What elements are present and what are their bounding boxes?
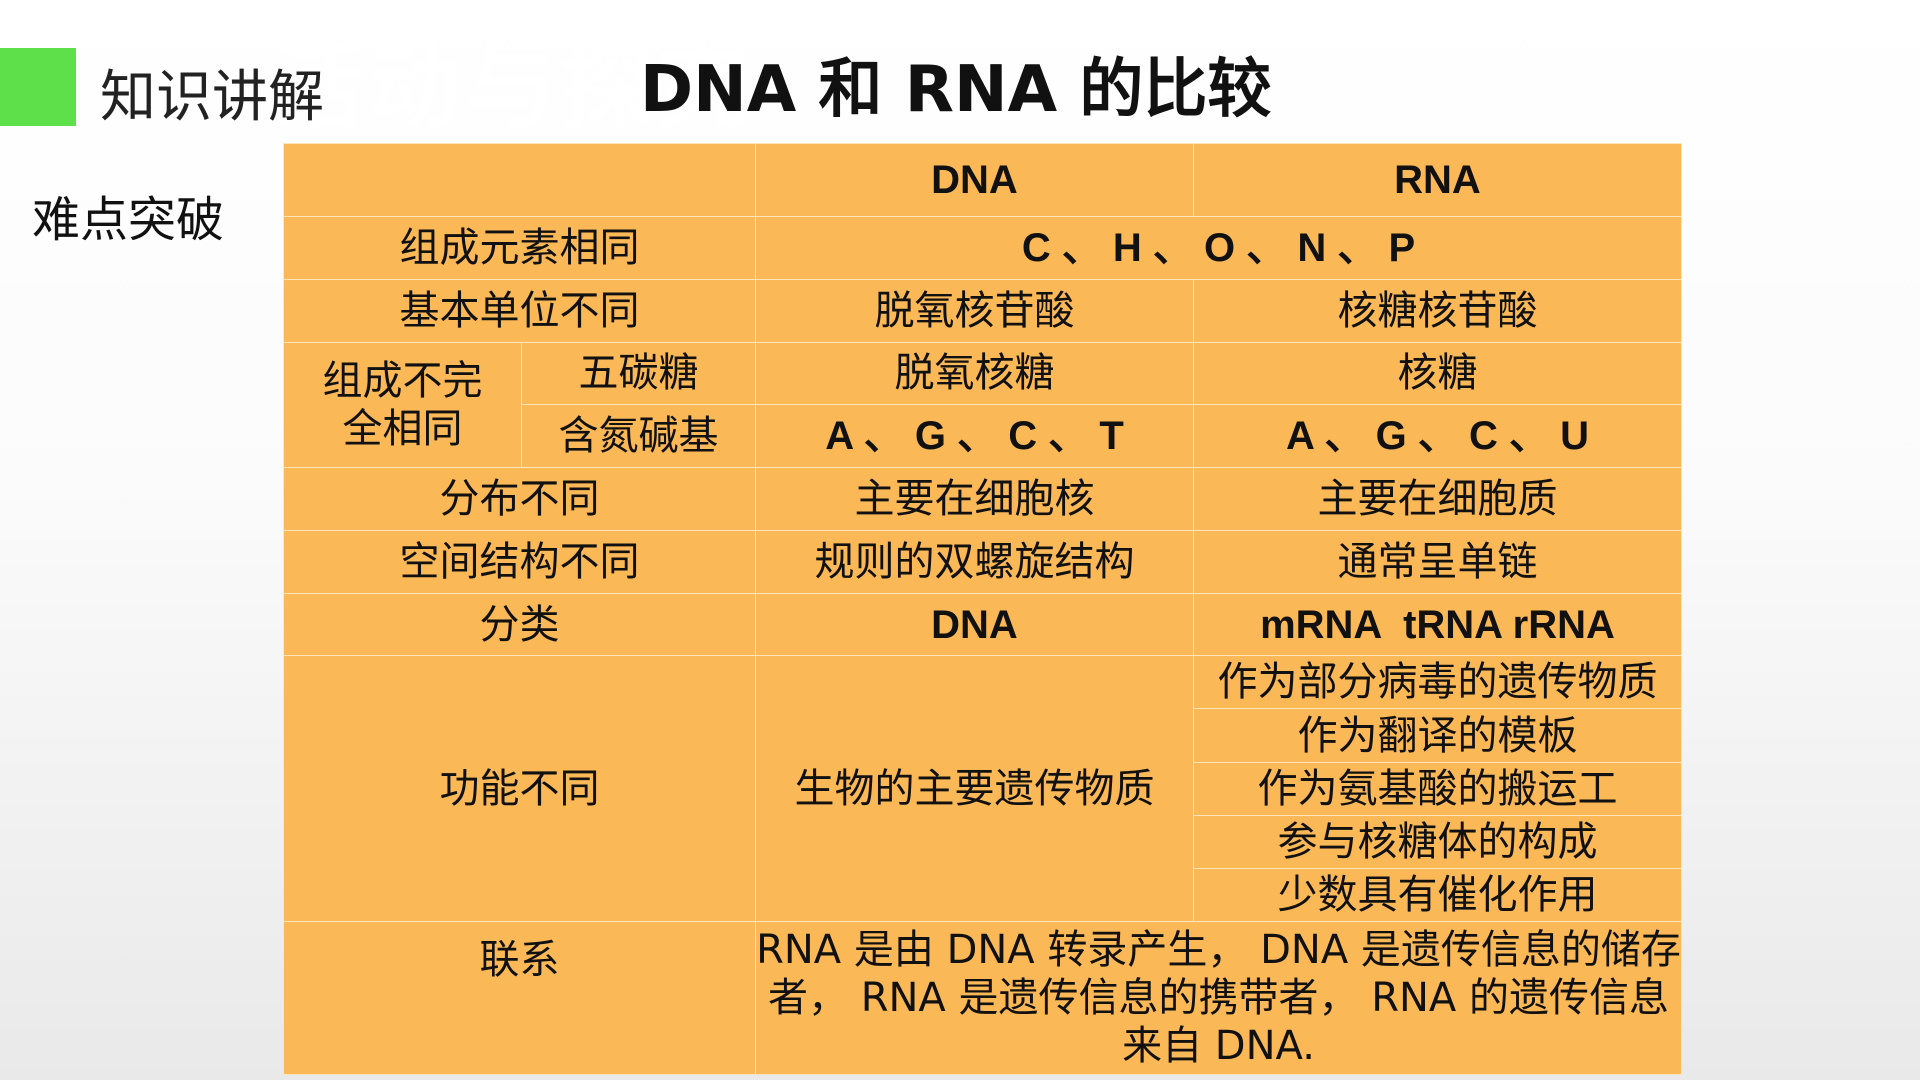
background-watermark: 活动与探究 <box>272 35 753 142</box>
function-rna-item: 作为翻译的模板 <box>1193 708 1682 763</box>
table-row-unit: 基本单位不同 脱氧核苷酸 核糖核苷酸 <box>283 278 1682 343</box>
table-row-structure: 空间结构不同 规则的双螺旋结构 通常呈单链 <box>283 529 1682 594</box>
composition-label-text: 组成不完全相同 <box>322 358 483 453</box>
header-dna: DNA <box>755 142 1194 218</box>
table-row-relation: 联系 RNA 是由 DNA 转录产生， DNA 是遗传信息的储存者， RNA 是… <box>283 921 1682 1075</box>
row-label-composition: 组成不完全相同 <box>283 341 522 469</box>
cell-unit-rna: 核糖核苷酸 <box>1193 278 1682 343</box>
table-header-row: DNA RNA <box>283 142 1682 218</box>
section-label: 知识讲解 <box>100 65 324 130</box>
row-label-structure: 空间结构不同 <box>283 529 756 594</box>
cell-structure-dna: 规则的双螺旋结构 <box>755 529 1194 594</box>
sub-section-label: 难点突破 <box>32 192 225 248</box>
cell-distribution-rna: 主要在细胞质 <box>1193 467 1682 531</box>
row-label-distribution: 分布不同 <box>283 467 756 531</box>
row-label-function: 功能不同 <box>283 655 756 923</box>
table-row-function: 少数具有催化作用 <box>284 868 1682 923</box>
page-title: DNA 和 RNA 的比较 <box>640 53 1272 127</box>
row-label-relation: 联系 <box>283 921 756 1075</box>
row-label-unit: 基本单位不同 <box>283 278 756 343</box>
function-rna-item: 作为部分病毒的遗传物质 <box>1193 655 1682 710</box>
table-row-function: 作为氨基酸的搬运工 <box>284 761 1682 816</box>
table-row-sugar: 组成不完全相同 五碳糖 脱氧核糖 核糖 <box>283 341 1682 469</box>
function-dna-text: 生物的主要遗传物质 <box>794 765 1155 812</box>
accent-bar <box>0 48 76 126</box>
header-blank-cell <box>283 142 756 218</box>
cell-base-rna: A 、 G 、 C 、 U <box>1193 404 1682 469</box>
table-row-elements: 组成元素相同 C 、 H 、 O 、 N 、 P <box>283 216 1682 280</box>
cell-sugar-dna: 脱氧核糖 <box>755 341 1194 406</box>
table-row-function: 参与核糖体的构成 <box>284 814 1682 870</box>
row-label-sugar: 五碳糖 <box>521 341 756 406</box>
row-label-elements: 组成元素相同 <box>283 216 756 280</box>
cell-distribution-dna: 主要在细胞核 <box>755 467 1194 531</box>
cell-elements-value: C 、 H 、 O 、 N 、 P <box>755 216 1682 280</box>
cell-classification-dna: DNA <box>755 592 1194 657</box>
table-row-function: 功能不同 生物的主要遗传物质 作为部分病毒的遗传物质 <box>283 655 1682 923</box>
cell-relation-text: RNA 是由 DNA 转录产生， DNA 是遗传信息的储存者， RNA 是遗传信… <box>755 921 1682 1075</box>
row-label-base: 含氮碱基 <box>521 404 756 469</box>
background-watermark-sub: 度安全》 <box>1110 72 1270 118</box>
cell-classification-rna: mRNA tRNA rRNA <box>1193 592 1682 657</box>
row-label-classification: 分类 <box>283 592 756 657</box>
function-rna-item: 少数具有催化作用 <box>1193 868 1682 923</box>
cell-function-dna: 生物的主要遗传物质 <box>755 655 1194 923</box>
function-rna-item: 参与核糖体的构成 <box>1193 814 1682 870</box>
table-row-classification: 分类 DNA mRNA tRNA rRNA <box>283 592 1682 657</box>
cell-unit-dna: 脱氧核苷酸 <box>755 278 1194 343</box>
function-rna-item: 作为氨基酸的搬运工 <box>1193 761 1682 816</box>
cell-structure-rna: 通常呈单链 <box>1193 529 1682 594</box>
cell-base-dna: A 、 G 、 C 、 T <box>755 404 1194 469</box>
header-rna: RNA <box>1193 142 1682 218</box>
table-row-base: 含氮碱基 A 、 G 、 C 、 T A 、 G 、 C 、 U <box>284 404 1682 469</box>
table-row-distribution: 分布不同 主要在细胞核 主要在细胞质 <box>283 467 1682 531</box>
comparison-table: DNA RNA 组成元素相同 C 、 H 、 O 、 N 、 P 基本单位不同 … <box>283 142 1682 1075</box>
cell-sugar-rna: 核糖 <box>1193 341 1682 406</box>
